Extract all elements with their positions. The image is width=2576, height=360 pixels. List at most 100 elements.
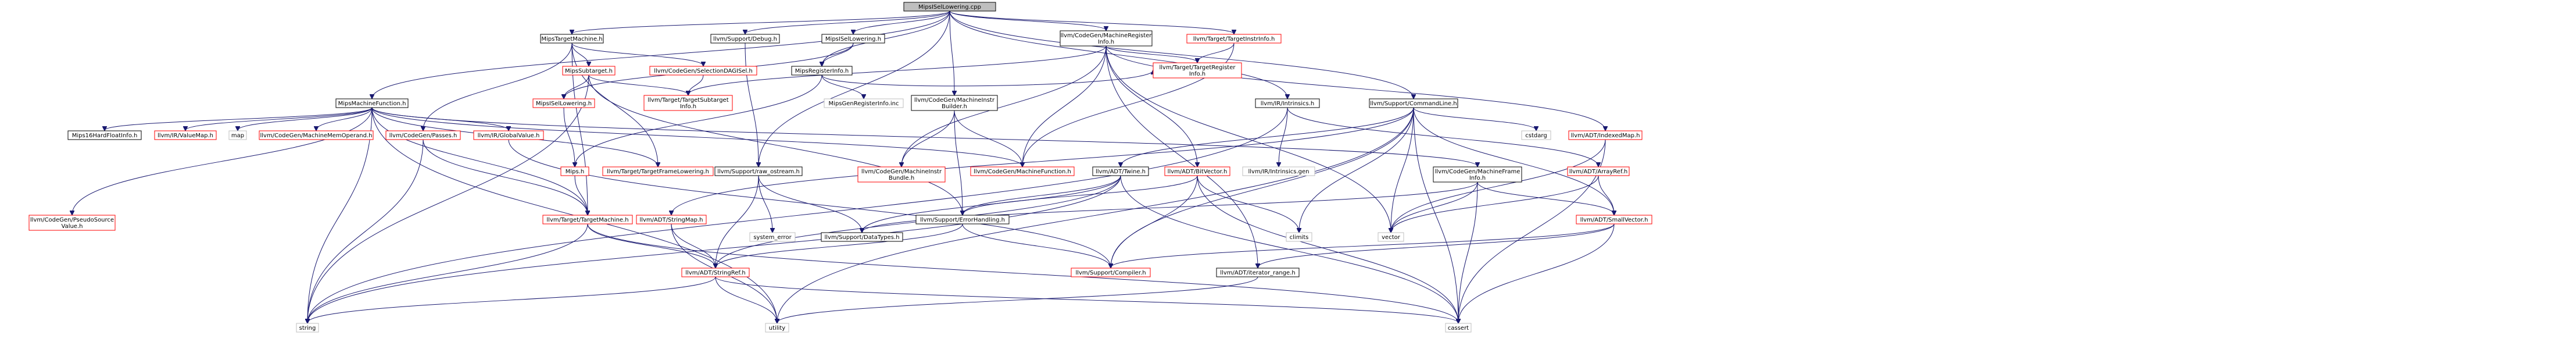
edge-Debug-to-RawOstream xyxy=(745,42,759,166)
node-TargetInstrInfo[interactable]: llvm/Target/TargetInstrInfo.h xyxy=(1186,34,1282,44)
node-StringMap[interactable]: llvm/ADT/StringMap.h xyxy=(636,215,707,224)
node-IRIntrinsics[interactable]: llvm/IR/Intrinsics.h xyxy=(1255,98,1320,108)
edge-IRIntrinsics-to-IntrinsicsGen xyxy=(1279,107,1288,166)
node-label: llvm/CodeGen/MachineRegister xyxy=(1061,33,1153,39)
node-box xyxy=(857,166,946,183)
node-IteratorRange[interactable]: llvm/ADT/iterator_range.h xyxy=(1216,268,1300,277)
edge-MipsMachineFunction-to-MachineMemOperand xyxy=(316,107,373,130)
node-IndexedMap[interactable]: llvm/ADT/IndexedMap.h xyxy=(1568,130,1643,140)
node-ArrayRef[interactable]: llvm/ADT/ArrayRef.h xyxy=(1567,166,1630,176)
node-MachineMemOperand[interactable]: llvm/CodeGen/MachineMemOperand.h xyxy=(259,130,374,140)
node-box xyxy=(821,232,903,242)
node-MachineFunction[interactable]: llvm/CodeGen/MachineFunction.h xyxy=(970,166,1075,176)
node-TargetFrameLowering[interactable]: llvm/Target/TargetFrameLowering.h xyxy=(602,166,714,176)
node-label: MipsRegisterInfo.h xyxy=(795,68,849,74)
node-Twine[interactable]: llvm/ADT/Twine.h xyxy=(1092,166,1149,176)
edge-ArrayRef-to-vector xyxy=(1391,175,1599,232)
edge-TargetInstrInfo-to-MachineFunction xyxy=(1022,42,1235,166)
node-label: llvm/Target/TargetRegister xyxy=(1159,65,1236,71)
node-box xyxy=(560,166,589,176)
node-label: Mips.h xyxy=(566,169,584,175)
node-label: string xyxy=(299,325,316,332)
node-TargetMachine[interactable]: llvm/Target/TargetMachine.h xyxy=(542,215,633,224)
node-SmallVector[interactable]: llvm/ADT/SmallVector.h xyxy=(1576,215,1652,224)
edge-MachineRegisterInfo-to-IteratorRange xyxy=(1105,45,1258,268)
node-box xyxy=(1568,130,1643,140)
node-utility: utility xyxy=(765,323,789,333)
node-box xyxy=(532,98,595,108)
node-MipsRegisterInfo[interactable]: MipsRegisterInfo.h xyxy=(791,66,853,76)
node-MipsMachineFunction[interactable]: MipsMachineFunction.h xyxy=(335,98,409,108)
node-DataTypes[interactable]: llvm/Support/DataTypes.h xyxy=(821,232,903,242)
edge-IRIntrinsics-to-ArrayRef xyxy=(1287,107,1598,166)
edge-Twine-to-string xyxy=(307,175,1121,323)
node-label: llvm/ADT/ArrayRef.h xyxy=(1569,169,1628,175)
node-MipsISelLoweringH[interactable]: MipsISelLowering.h xyxy=(821,34,885,44)
node-string: string xyxy=(296,323,319,333)
edge-BitVector-to-ErrorHandling xyxy=(963,175,1198,215)
node-map: map xyxy=(228,130,247,140)
node-box xyxy=(540,34,604,44)
node-box xyxy=(749,232,796,242)
node-MipsISelLoweringH2[interactable]: MipsISelLowering.h xyxy=(532,98,595,108)
edge-root-to-MipsMachineFunction xyxy=(372,10,950,98)
edge-MipsMachineFunction-to-Mips16HardFloatInfo xyxy=(105,107,373,130)
node-RawOstream[interactable]: llvm/Support/raw_ostream.h xyxy=(714,166,803,176)
node-CommandLine[interactable]: llvm/Support/CommandLine.h xyxy=(1369,98,1458,108)
node-Compiler[interactable]: llvm/Support/Compiler.h xyxy=(1071,268,1151,277)
node-SelectionDAGISel[interactable]: llvm/CodeGen/SelectionDAGISel.h xyxy=(649,66,757,76)
node-MipsSubtarget[interactable]: MipsSubtarget.h xyxy=(562,66,616,76)
edge-MachineFrameInfo-to-SmallVector xyxy=(1477,181,1614,215)
node-ValueMap[interactable]: llvm/IR/ValueMap.h xyxy=(154,130,217,140)
edge-MipsISelLoweringH-to-MipsRegisterInfo xyxy=(822,42,854,66)
edge-StringMap-to-StringRef xyxy=(671,223,715,268)
node-label: llvm/Target/TargetFrameLowering.h xyxy=(607,169,709,175)
edge-root-to-MachineInstrBuilder xyxy=(949,10,954,95)
node-box xyxy=(67,130,142,140)
edge-MipsTargetMachine-to-Passes xyxy=(423,42,573,130)
node-label: cassert xyxy=(1448,325,1469,332)
node-BitVector[interactable]: llvm/ADT/BitVector.h xyxy=(1164,166,1230,176)
node-GlobalValue[interactable]: llvm/IR/GlobalValue.h xyxy=(473,130,544,140)
edge-CommandLine-to-climits xyxy=(1299,107,1414,232)
edge-MachineRegisterInfo-to-MachineInstrBundle xyxy=(901,45,1107,166)
node-label: MipsISelLowering.h xyxy=(825,36,881,42)
node-label: MipsTargetMachine.h xyxy=(541,36,602,42)
edge-MipsRegisterInfo-to-MipsH xyxy=(575,74,822,166)
node-StringRef[interactable]: llvm/ADT/StringRef.h xyxy=(681,268,750,277)
node-MipsH[interactable]: Mips.h xyxy=(560,166,589,176)
node-Passes[interactable]: llvm/CodeGen/Passes.h xyxy=(385,130,461,140)
edges-layer xyxy=(72,10,1614,323)
edge-BitVector-to-cassert xyxy=(1197,175,1458,323)
node-label: Builder.h xyxy=(942,104,967,110)
node-box xyxy=(1255,98,1320,108)
edge-MipsMachineFunction-to-MachineFrameInfo xyxy=(371,107,1477,166)
node-box xyxy=(385,130,461,140)
node-label: map xyxy=(231,133,244,139)
node-Debug[interactable]: llvm/Support/Debug.h xyxy=(710,34,780,44)
node-MipsTargetMachine[interactable]: MipsTargetMachine.h xyxy=(540,34,604,44)
node-label: llvm/IR/ValueMap.h xyxy=(158,133,213,139)
edge-RawOstream-to-DataTypes xyxy=(758,175,862,232)
edge-root-to-MipsISelLoweringH xyxy=(853,10,950,34)
node-IntrinsicsGen: llvm/IR/Intrinsics.gen xyxy=(1242,166,1315,176)
node-label: llvm/ADT/StringRef.h xyxy=(685,270,745,276)
node-label: llvm/ADT/SmallVector.h xyxy=(1580,217,1648,223)
node-Mips16HardFloatInfo[interactable]: Mips16HardFloatInfo.h xyxy=(67,130,142,140)
node-box xyxy=(821,34,885,44)
node-system_error: system_error xyxy=(749,232,796,242)
node-box xyxy=(473,130,544,140)
node-box xyxy=(643,95,733,111)
node-box xyxy=(1378,232,1404,242)
node-ErrorHandling[interactable]: llvm/Support/ErrorHandling.h xyxy=(915,215,1010,224)
edge-ErrorHandling-to-Compiler xyxy=(962,223,1111,268)
